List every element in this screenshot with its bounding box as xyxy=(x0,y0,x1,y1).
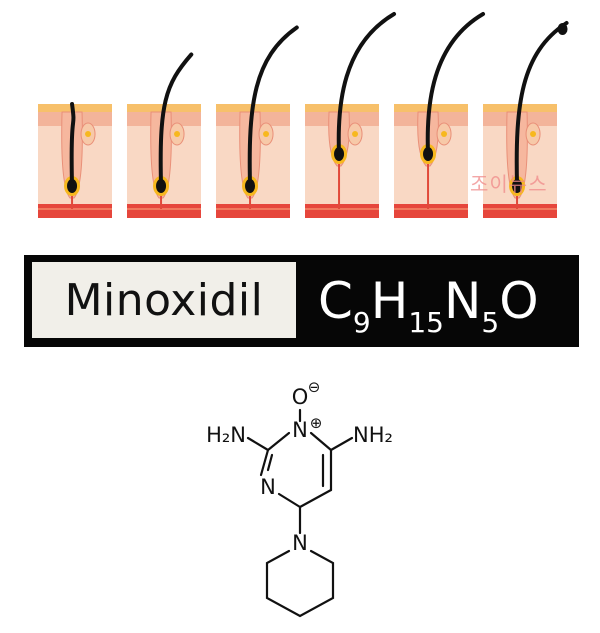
bond-ring-4 xyxy=(298,488,333,509)
piperidine-ring xyxy=(265,549,335,618)
oxygen-label: O xyxy=(292,385,309,409)
hair-shaft xyxy=(69,102,76,188)
bond-ring-6 xyxy=(259,448,270,477)
ring-n-label: N xyxy=(260,475,276,499)
subcutis-layer xyxy=(127,204,201,218)
follicle-panel-2 xyxy=(127,52,201,218)
hair-shaft xyxy=(425,12,486,156)
chemical-formula: C9H15N5O xyxy=(318,266,539,339)
amine-left-label: H₂N xyxy=(206,423,246,447)
bond-ring-1 xyxy=(266,431,291,452)
formula-subscript-1: 15 xyxy=(408,306,444,339)
gland-core xyxy=(85,131,92,137)
hair-shaft xyxy=(158,52,194,188)
formula-element-0: C xyxy=(318,272,353,330)
shed-hair-bulb xyxy=(557,23,568,35)
subcutis-layer xyxy=(483,204,557,218)
n-oxide-label: N xyxy=(292,418,308,442)
formula-subscript-2: 5 xyxy=(481,306,500,339)
subcutis-layer xyxy=(305,204,379,218)
gland-core xyxy=(352,131,359,137)
piperidine-n-label: N xyxy=(292,531,308,555)
follicle-panel-6 xyxy=(483,21,569,218)
gland-core xyxy=(530,131,537,137)
gland-core xyxy=(441,131,448,137)
formula-element-2: N xyxy=(444,272,482,330)
gland-core xyxy=(174,131,181,137)
gland-core xyxy=(263,131,270,137)
subcutis-layer xyxy=(38,204,112,218)
hair-growth-cycle-illustration xyxy=(38,12,569,218)
epidermis-top xyxy=(38,104,112,112)
amine-right-label: NH₂ xyxy=(353,423,393,447)
formula-subscript-0: 9 xyxy=(352,306,371,339)
formula-element-1: H xyxy=(370,272,409,330)
follicle-panel-3 xyxy=(216,25,299,218)
hair-shaft xyxy=(336,12,397,156)
follicle-panel-5 xyxy=(394,12,486,218)
bond-amine-right xyxy=(329,436,354,452)
structural-formula: O ⊖ N ⊕ N N H₂N NH₂ xyxy=(206,378,393,618)
bond-ring-6-double xyxy=(266,453,274,472)
formula-element-3: O xyxy=(499,272,539,330)
hair-shaft xyxy=(247,25,299,188)
subcutis-layer xyxy=(394,204,468,218)
minus-charge: ⊖ xyxy=(308,378,321,396)
bond-ring-2 xyxy=(309,431,333,452)
subcutis-layer xyxy=(216,204,290,218)
bond-ring-5 xyxy=(277,492,302,509)
compound-name: Minoxidil xyxy=(32,262,296,338)
bond-amine-left xyxy=(246,436,270,452)
plus-charge: ⊕ xyxy=(310,414,323,432)
follicle-panel-1 xyxy=(38,102,112,218)
watermark: 조이뉴스 xyxy=(470,172,548,196)
hair-shaft xyxy=(514,21,569,188)
follicle-panel-4 xyxy=(305,12,397,218)
